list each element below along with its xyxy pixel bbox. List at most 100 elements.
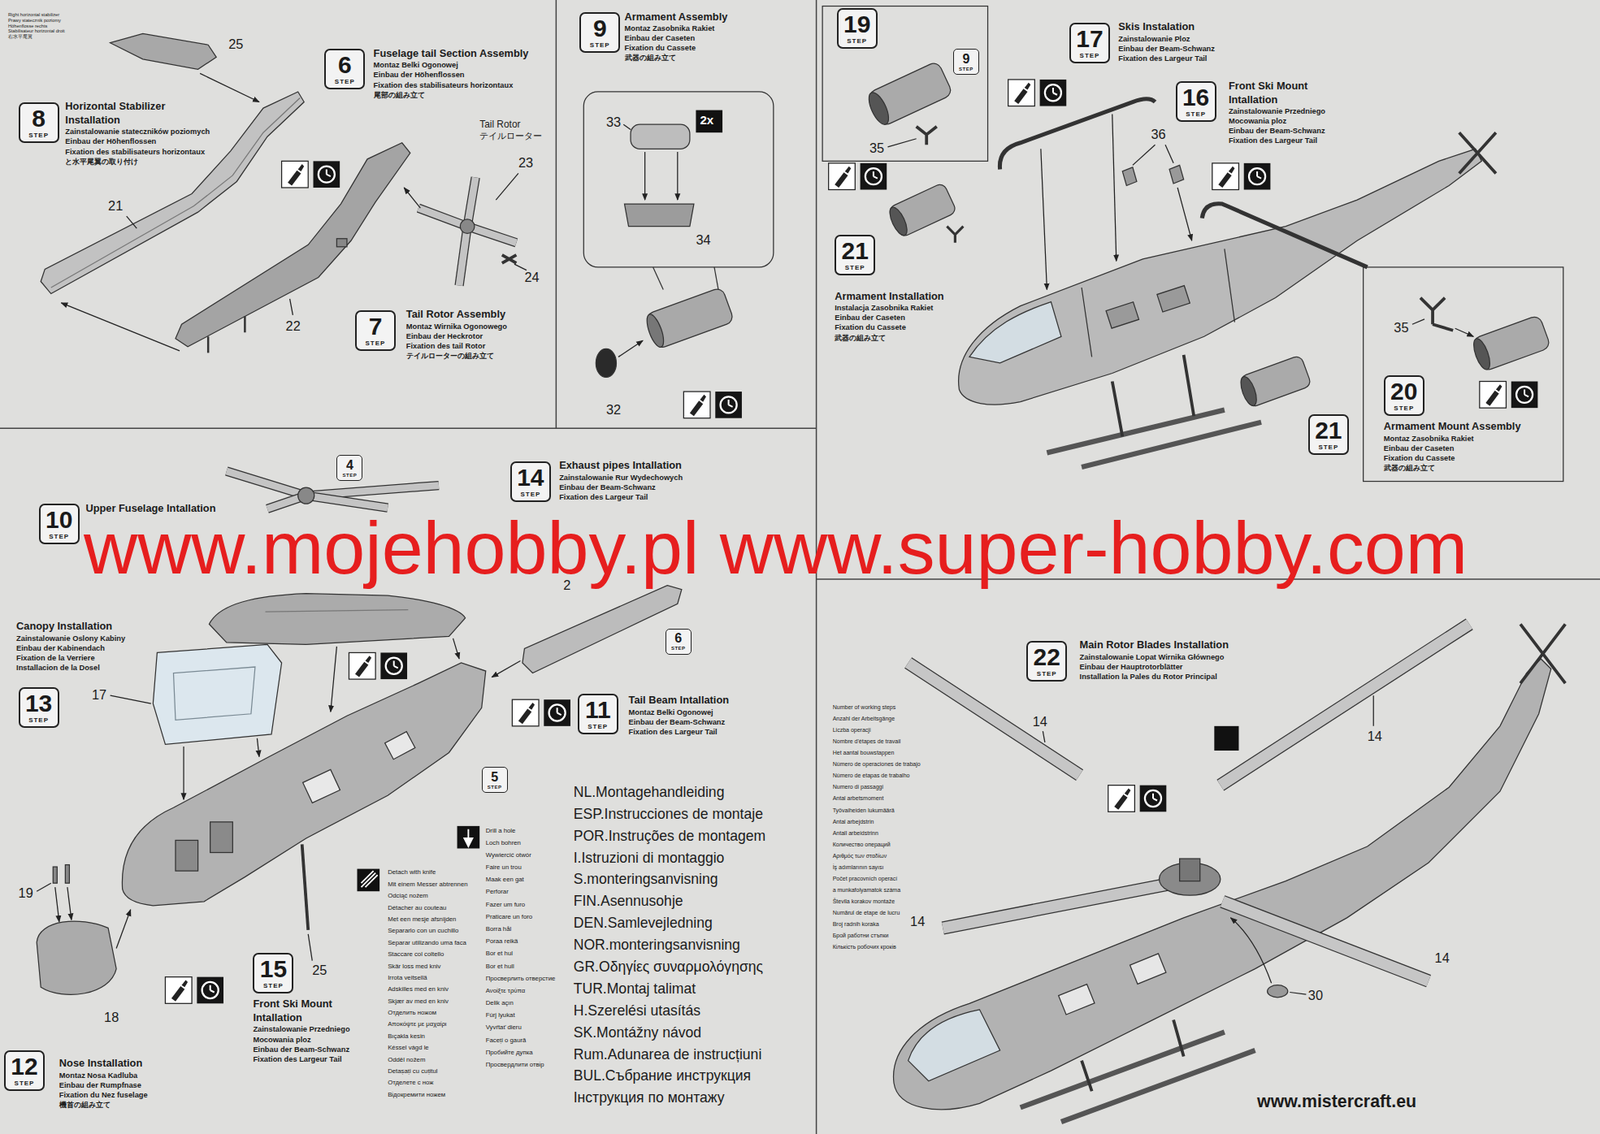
text-group: Drill a holeLoch bohrenWywiercić otwórFa… — [485, 824, 556, 1072]
drill-instruction: Ανοίξτε τρύπα — [485, 984, 556, 998]
step-badge: 15STEP — [252, 953, 294, 994]
step-word: STEP — [334, 78, 356, 86]
rocket-pods — [887, 138, 916, 148]
fuselage-parts — [385, 732, 416, 760]
step-number: 11 — [585, 698, 612, 723]
helicopter-fuselage-top — [1132, 144, 1156, 165]
glue-time-icons — [281, 160, 341, 188]
text-group: 14 — [1032, 714, 1048, 730]
text-group: NL.MontagehandleidingESP.Instrucciones d… — [573, 781, 766, 1110]
step-badge: 20STEP — [1383, 375, 1425, 417]
main-rotor-head — [306, 495, 388, 508]
steps-note: Antal arbejdstrin — [832, 816, 921, 829]
step-number: 6 — [338, 52, 352, 78]
tail-rotor-drawing — [418, 208, 468, 227]
tail-rotor-drawing — [467, 226, 516, 243]
language-line: GR.Οδηγίες συναρμολόγησης — [573, 956, 766, 979]
step-title: Canopy Installation — [16, 620, 152, 634]
step-word: STEP — [487, 784, 503, 790]
step-number: 16 — [1182, 85, 1210, 110]
part-name: テイルローター — [479, 130, 543, 142]
step-number: 17 — [1075, 26, 1103, 52]
step-translation: Montaz Belki Ogonowej — [628, 707, 793, 718]
steps-note: Numărul de etape de lucru — [832, 907, 921, 920]
step-translation: Fixation des Largeur Tail — [1118, 53, 1292, 64]
assembled-helicopter — [893, 624, 1566, 1123]
tail-section-drawing — [60, 303, 180, 352]
armament-drawing — [695, 110, 723, 134]
text-group: 35 — [869, 140, 885, 157]
drill-instruction: Maak een gat — [485, 873, 556, 886]
steps-note: Número de etapas de trabalho — [832, 770, 921, 782]
text-group: 36 — [1150, 126, 1166, 143]
armament-drawing — [623, 124, 631, 130]
step-number: 22 — [1033, 645, 1061, 670]
helicopter-fuselage-top — [999, 99, 1155, 170]
drill-instruction: Wywiercić otwór — [485, 849, 556, 862]
steps-note: a munkafolyamatok száma — [832, 884, 921, 897]
glue-time-icons — [348, 652, 408, 680]
step-badge: 19STEP — [836, 8, 878, 49]
tail-rotor-drawing — [403, 187, 421, 209]
helicopter-fuselage-top — [1201, 203, 1367, 268]
helicopter-fuselage-top — [958, 99, 1496, 468]
fuselage-parts — [152, 644, 282, 745]
step-word: STEP — [28, 132, 49, 139]
callout-number: 14 — [1435, 950, 1450, 967]
steps-note: Nombre d'étapes de travail — [832, 736, 921, 748]
step-translation: Fixation du Cassete — [1383, 453, 1560, 464]
step-word: STEP — [845, 264, 866, 272]
armament-boxes — [1363, 267, 1564, 482]
steps-note: Anzahl der Arbeitsgänge — [832, 713, 921, 725]
fuselage-parts — [302, 844, 309, 930]
step-word: STEP — [1393, 405, 1414, 412]
tail-section-drawing — [199, 73, 260, 102]
drill-instruction: Bor et hull — [485, 960, 556, 973]
step-translation: Einbau der Höhenflossen — [65, 136, 210, 147]
glue-time-icons — [1479, 381, 1539, 409]
step-word: STEP — [342, 472, 358, 478]
steps-note: Antall arbeidstrinn — [832, 828, 921, 840]
helicopter-fuselage-top — [1046, 410, 1262, 468]
glue-time-icons — [164, 977, 224, 1005]
text-group: Horizontal Stabilizer InstallationZainst… — [65, 99, 210, 167]
step-number: 10 — [45, 507, 73, 533]
text-group: 22 — [286, 318, 301, 334]
drill-instruction: Fúrj lyukat — [485, 1009, 556, 1022]
glue-time-icons — [683, 391, 742, 419]
assembled-helicopter — [1267, 985, 1288, 998]
step-translation: 武器の組み立て — [834, 333, 978, 343]
assembled-helicopter — [908, 1010, 1001, 1082]
rocket-pods — [1237, 374, 1260, 408]
fuselage-parts — [210, 822, 234, 854]
main-rotor-head — [298, 487, 315, 504]
step-translation: 武器の組み立て — [1383, 463, 1560, 473]
text-group: Nose InstallationMontaz Nosa KadlubaEinb… — [59, 1057, 203, 1111]
text-group: 33 — [606, 114, 621, 131]
text-group: 18 — [104, 1010, 119, 1026]
text-group: 32 — [606, 402, 621, 418]
drill-instruction: Loch bohren — [485, 836, 556, 850]
helicopter-fuselage-top — [1112, 355, 1194, 437]
drill-instruction: Bor et hul — [485, 947, 556, 960]
glue-time-icons — [828, 163, 888, 191]
step-translation: Einbau der Caseten — [624, 33, 798, 44]
step-title: Armament Assembly — [624, 10, 798, 25]
step-number: 6 — [674, 632, 682, 646]
step-translation: Zainstalowanie Lopat Wirnika Głównego — [1079, 652, 1336, 663]
tool-icons — [357, 869, 381, 893]
step-title: Main Rotor Blades Installation — [1079, 638, 1336, 653]
step-badge: 9STEP — [953, 48, 980, 75]
text-group: 35 — [1393, 320, 1409, 336]
page-dividers — [0, 428, 817, 430]
step-translation: Fixation des Largeur Tail — [559, 492, 723, 503]
knife-instruction: Késsel vágd le — [387, 1042, 468, 1054]
helicopter-fuselage-top — [1177, 187, 1193, 241]
text-group: Tail Rotor AssemblyMontaz Wirnika Ogonow… — [406, 307, 555, 361]
assembled-helicopter — [1373, 695, 1375, 727]
language-line: FIN.Asennusohje — [573, 890, 766, 913]
steps-note: Työvaiheiden lukumäärä — [832, 805, 921, 817]
callout-number: 30 — [1308, 988, 1323, 1004]
step-word: STEP — [589, 42, 611, 49]
assembled-helicopter — [1220, 624, 1470, 785]
